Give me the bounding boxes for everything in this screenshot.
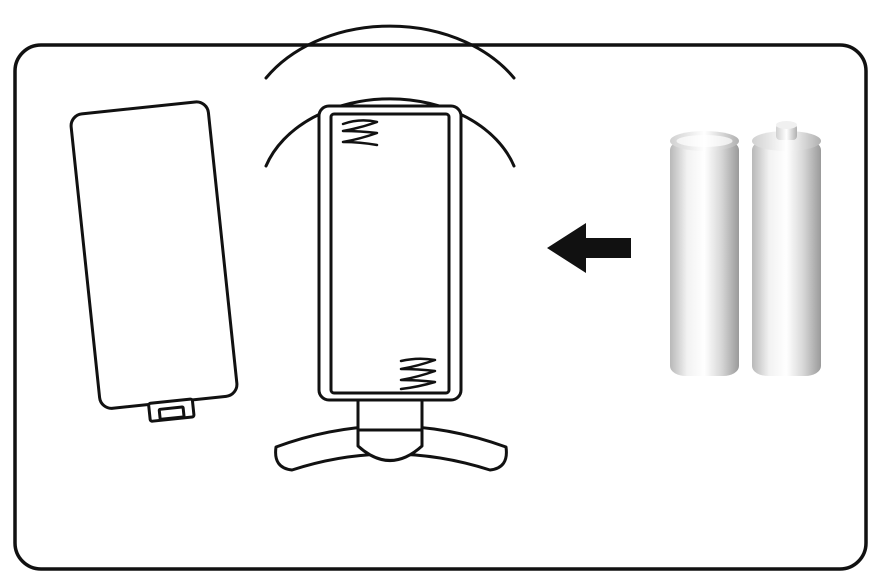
top-spring-icon (341, 119, 379, 147)
battery-left (670, 131, 739, 376)
motion-arcs (264, 24, 516, 168)
battery-cover-icon (69, 100, 239, 423)
remote-battery-compartment-icon (317, 104, 463, 402)
battery-right (752, 121, 821, 376)
device-stand (274, 393, 508, 472)
aa-battery-icon (670, 121, 821, 376)
insert-arrow-icon (547, 223, 631, 273)
bottom-spring-icon (399, 357, 437, 391)
